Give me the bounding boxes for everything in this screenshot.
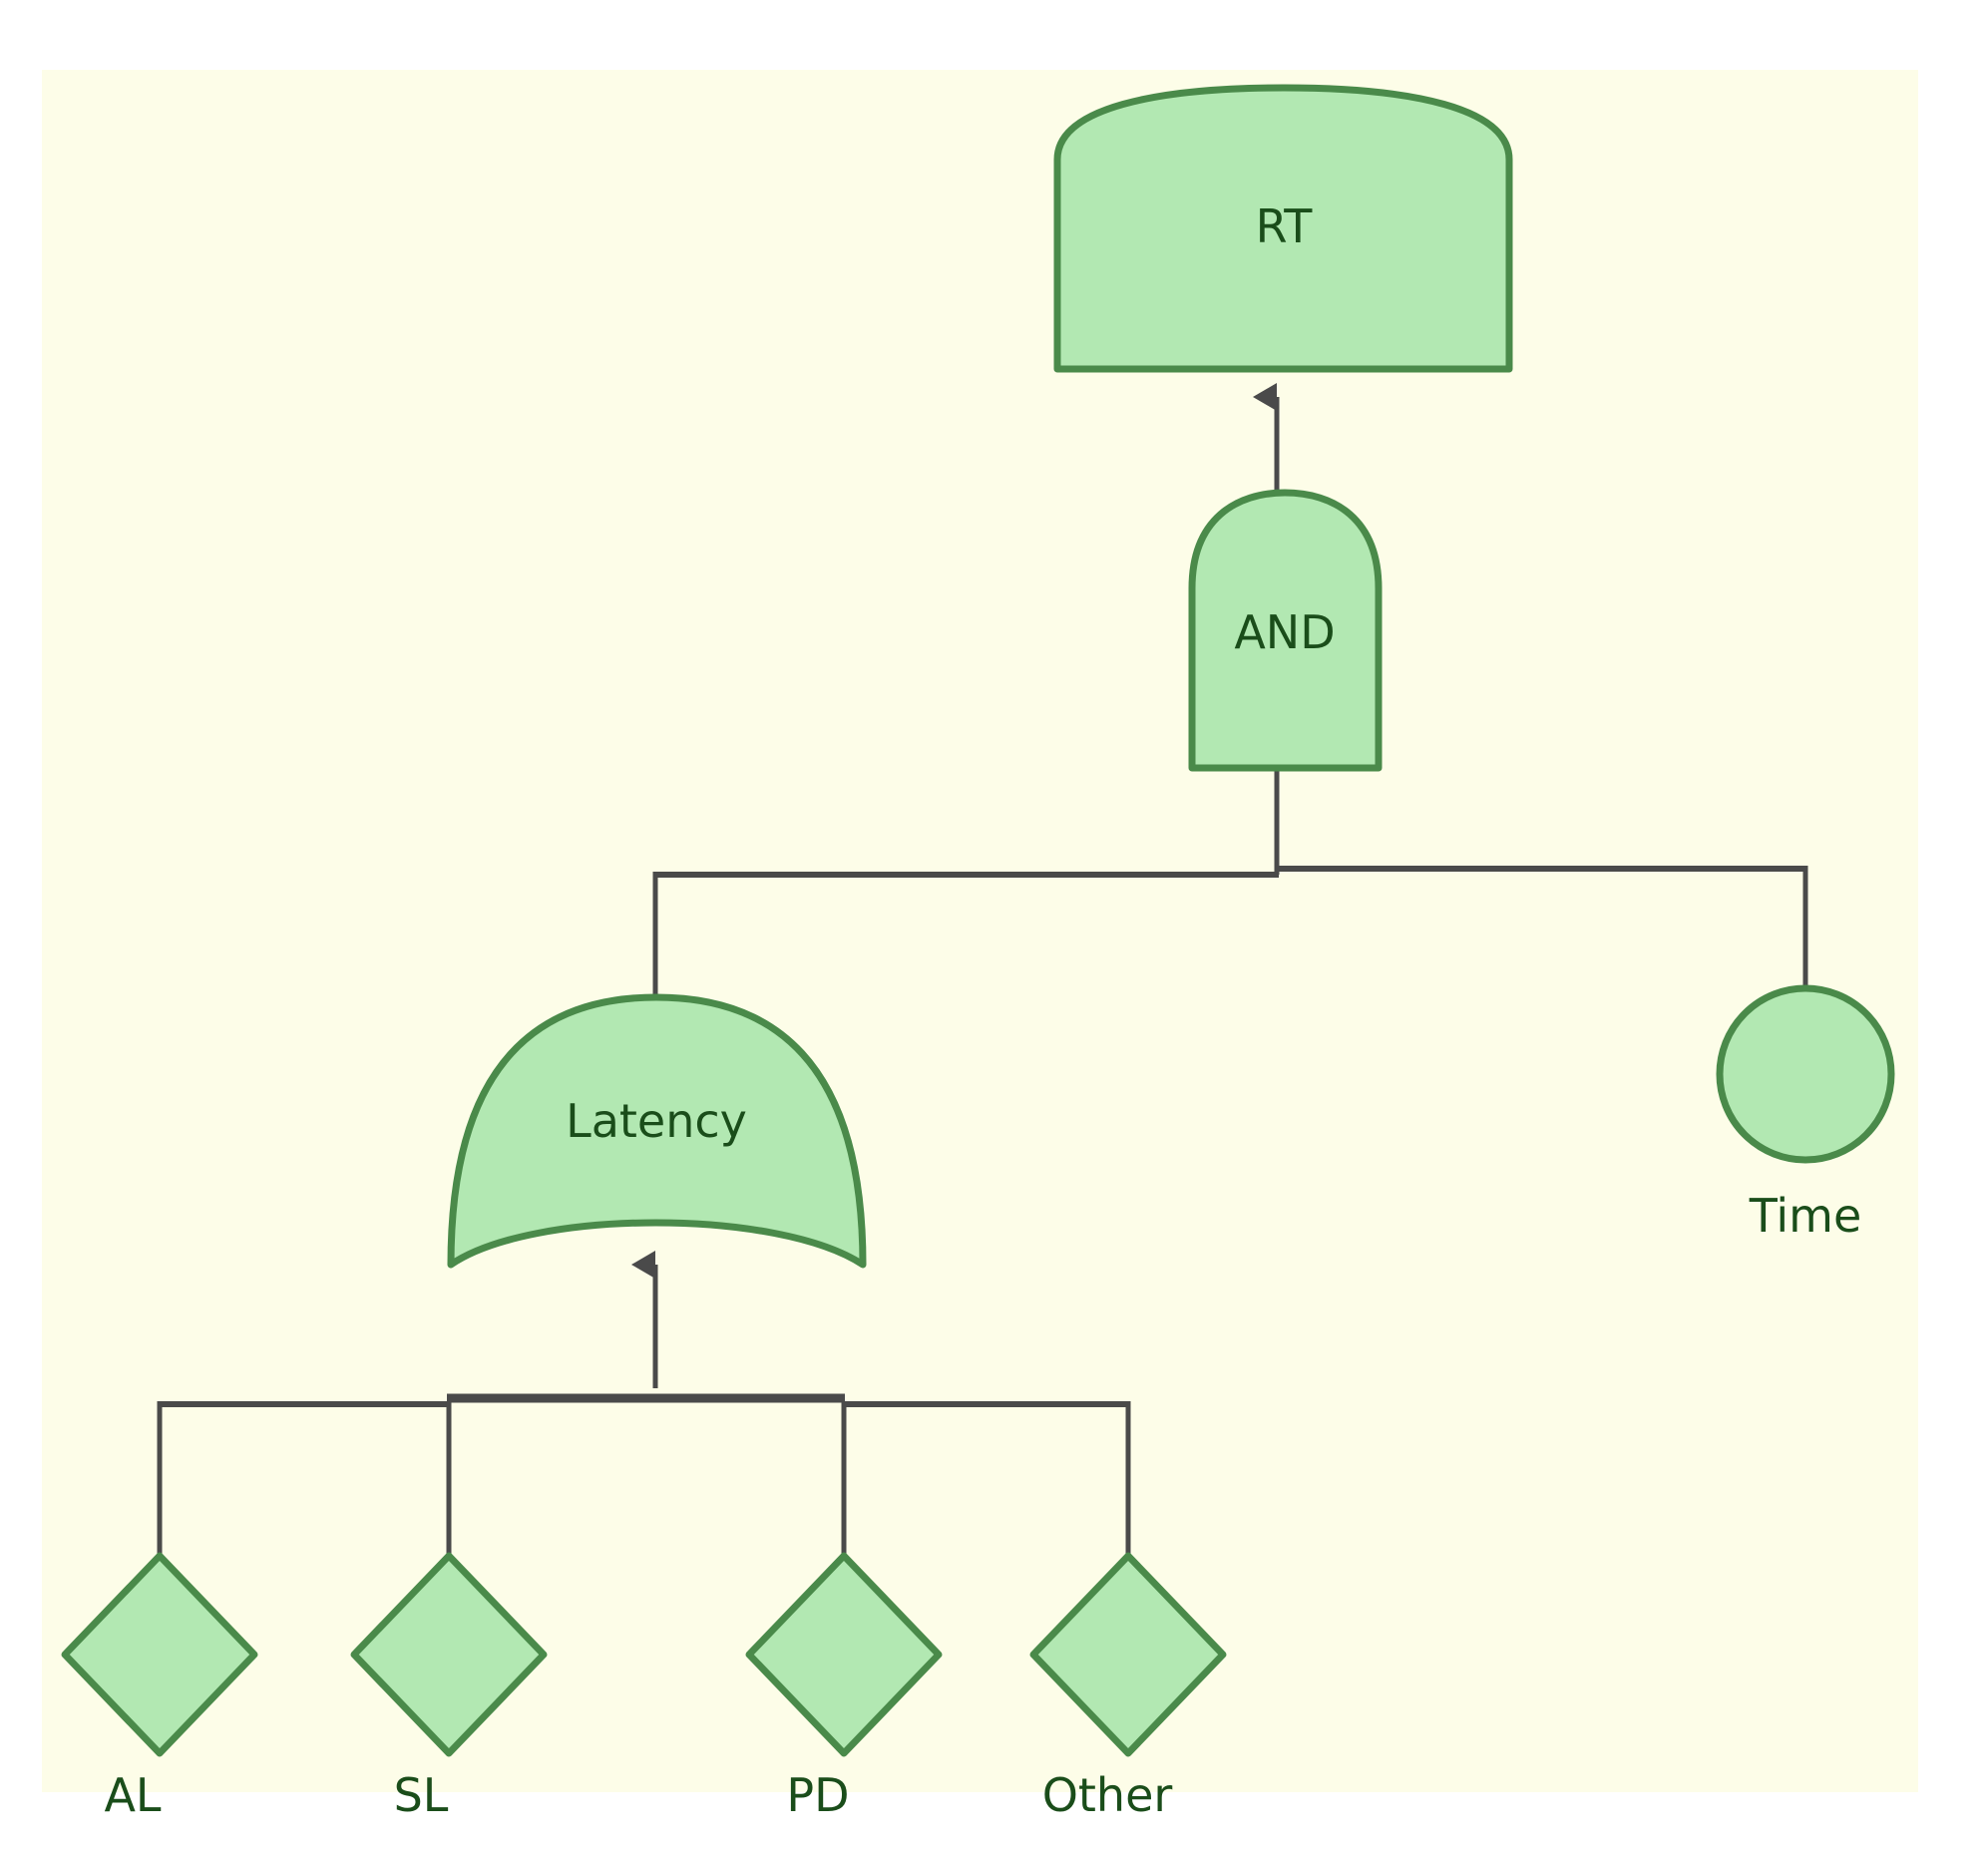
sl-shape[interactable] <box>350 1552 548 1757</box>
pd-shape[interactable] <box>745 1552 943 1757</box>
node-sl[interactable]: SL <box>350 1552 548 1822</box>
node-time[interactable]: Time <box>1716 984 1895 1243</box>
time-shape[interactable] <box>1716 984 1895 1164</box>
node-other[interactable]: Other <box>1029 1552 1227 1822</box>
node-al[interactable]: AL <box>61 1552 258 1822</box>
node-rt[interactable]: RT <box>1053 84 1513 373</box>
node-pd[interactable]: PD <box>745 1552 943 1822</box>
time-label: Time <box>1749 1189 1862 1243</box>
other-shape[interactable] <box>1029 1552 1227 1757</box>
latency-gate-label: Latency <box>566 1094 747 1148</box>
latency-gate-shape[interactable] <box>447 993 867 1269</box>
node-latency-gate[interactable]: Latency <box>447 993 867 1269</box>
node-and-gate[interactable]: AND <box>1188 489 1383 772</box>
sl-label: SL <box>394 1768 449 1822</box>
other-label: Other <box>1042 1768 1173 1822</box>
and-gate-shape[interactable] <box>1188 489 1383 772</box>
and-gate-label: AND <box>1234 605 1335 659</box>
rt-label: RT <box>1256 199 1314 253</box>
diagram-canvas-background <box>42 70 1918 1792</box>
connector-layer <box>157 383 1808 1556</box>
al-shape[interactable] <box>61 1552 258 1757</box>
rt-shape[interactable] <box>1053 84 1513 373</box>
al-label: AL <box>104 1768 161 1822</box>
pd-label: PD <box>786 1768 849 1822</box>
